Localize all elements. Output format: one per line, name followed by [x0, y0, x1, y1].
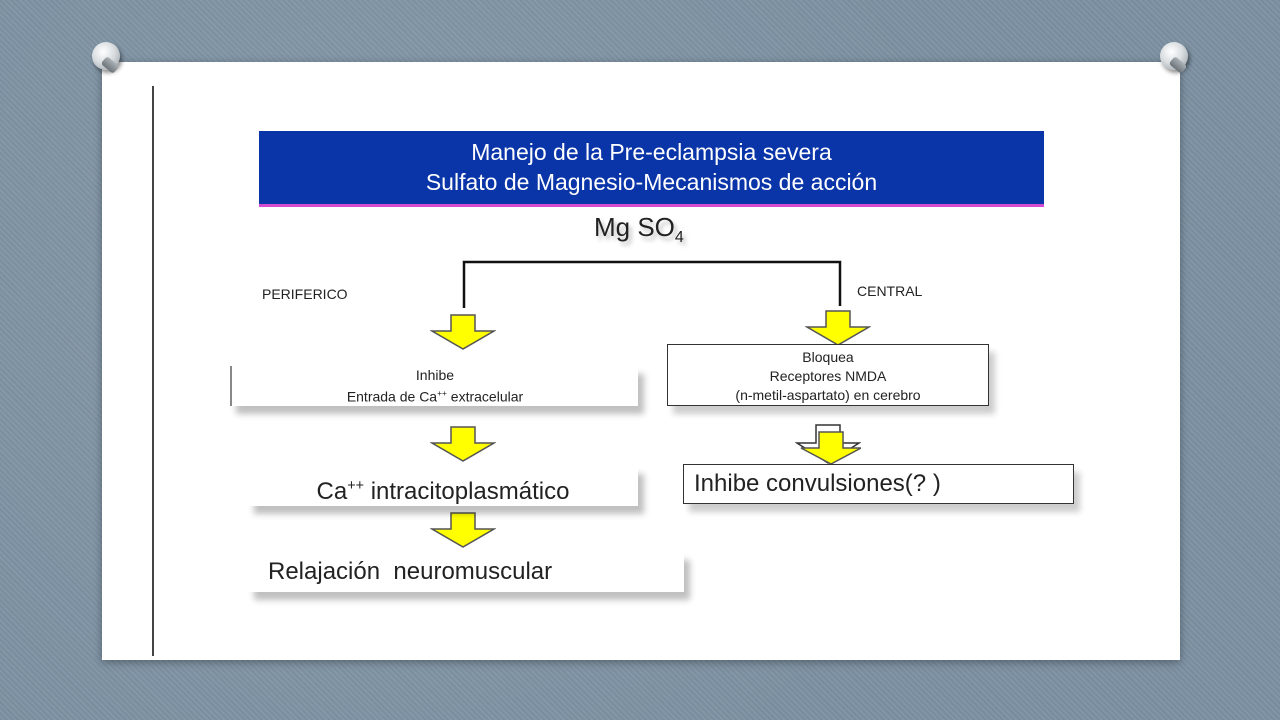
branch-label-central: CENTRAL — [857, 283, 923, 299]
box-ca-post: intracitoplasmático — [364, 478, 570, 505]
box-inhibe-line-2-pre: Entrada de Ca — [346, 388, 438, 405]
branch-label-periferico: PERIFERICO — [262, 286, 348, 302]
box-inhibe-line-2: Entrada de Ca++ extracelular — [232, 384, 638, 406]
box-inhibe-line-1: Inhibe — [415, 367, 455, 383]
pushpin-left-icon — [92, 42, 120, 70]
box-convulsiones-text: Inhibe convulsiones(? ) — [694, 470, 941, 497]
diagram-slide: Manejo de la Pre-eclampsia severa Sulfat… — [152, 86, 1130, 656]
down-arrow-icon — [430, 426, 496, 462]
box-bloquea-line-1: Bloquea — [802, 349, 854, 365]
box-bloquea-receptores-nmda: Bloquea Receptores NMDA (n-metil-asparta… — [667, 344, 989, 406]
down-arrow-icon — [795, 424, 861, 464]
down-arrow-icon — [805, 310, 871, 346]
box-relajacion-text: Relajación neuromuscular — [268, 558, 553, 585]
box-inhibe-entrada-ca: Inhibe Entrada de Ca++ extracelular — [230, 366, 638, 406]
pushpin-right-icon — [1160, 42, 1188, 70]
box-ca-intracitoplasmatico: Ca++ intracitoplasmático — [248, 466, 638, 506]
root-node-subscript: 4 — [674, 229, 684, 247]
root-node-text: Mg SO — [594, 212, 675, 242]
box-ca-sup: ++ — [347, 478, 365, 494]
box-bloquea-line-2: Receptores NMDA — [769, 368, 887, 384]
box-relajacion-neuromuscular: Relajación neuromuscular — [248, 552, 684, 592]
box-inhibe-line-2-sup: ++ — [437, 388, 447, 398]
box-ca-pre: Ca — [316, 478, 348, 505]
root-node-mgso4: Mg SO4 — [594, 212, 684, 247]
diagram-title: Manejo de la Pre-eclampsia severa Sulfat… — [259, 131, 1044, 207]
box-inhibe-convulsiones: Inhibe convulsiones(? ) — [683, 464, 1074, 504]
title-line-2: Sulfato de Magnesio-Mecanismos de acción — [425, 169, 878, 195]
down-arrow-icon — [430, 314, 496, 350]
box-inhibe-line-2-post: extracelular — [446, 388, 524, 405]
down-arrow-icon — [430, 512, 496, 548]
box-bloquea-line-3: (n-metil-aspartato) en cerebro — [735, 387, 921, 403]
connector-lines — [462, 260, 842, 308]
title-line-1: Manejo de la Pre-eclampsia severa — [471, 139, 832, 165]
